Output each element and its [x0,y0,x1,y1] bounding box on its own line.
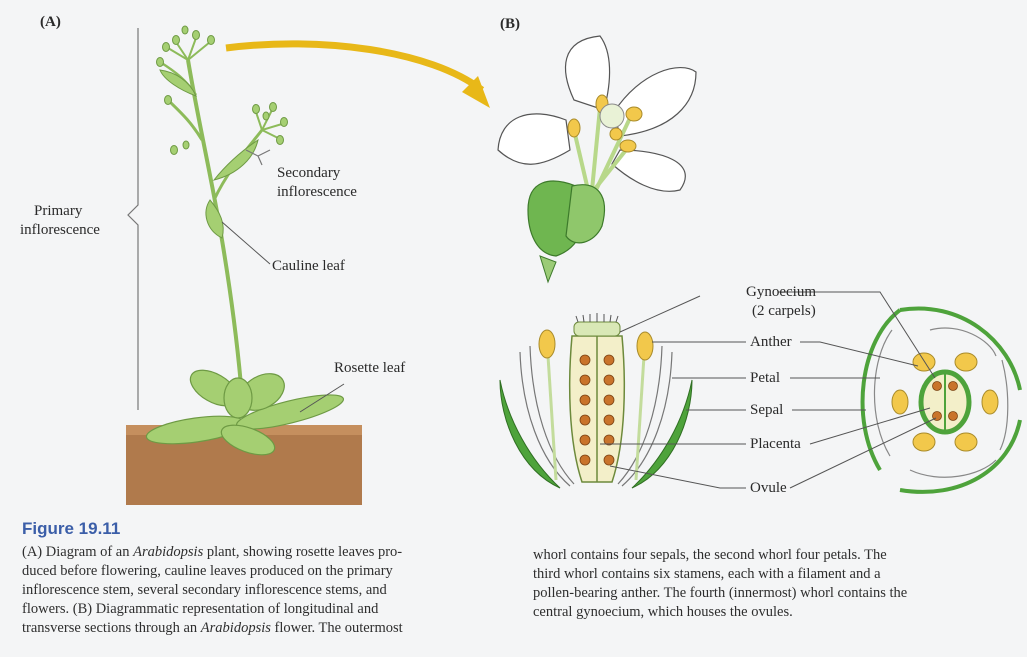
figure-number: Figure 19.11 [22,519,120,539]
panel-a-label: (A) [40,13,61,32]
transverse-section [863,308,1020,491]
caption-line: flowers. (B) Diagrammatic representation… [22,600,512,619]
cauline-leaf-label: Cauline leaf [272,257,345,276]
petal-label: Petal [750,369,780,388]
sepal-label: Sepal [750,401,783,420]
figure-artwork [0,0,1027,510]
carpels-label: (2 carpels) [752,302,816,321]
caption-line: third whorl contains six stamens, each w… [533,565,1003,584]
panel-b-label: (B) [500,15,520,34]
cauline-leaf-shape [206,200,223,238]
caption-line: duced before flowering, cauline leaves p… [22,562,512,581]
caption-line: (A) Diagram of an Arabidopsis plant, sho… [22,543,512,562]
cauline-leaf-leader [222,222,270,264]
caption-right-column: whorl contains four sepals, the second w… [533,546,1003,622]
caption-line: whorl contains four sepals, the second w… [533,546,1003,565]
primary-inflorescence-label-line1: Primary [34,202,82,221]
secondary-inflorescence-label-line1: Secondary [277,164,340,183]
primary-inflorescence-bracket [128,28,138,410]
placenta-label: Placenta [750,435,801,454]
rosette-leaf-label: Rosette leaf [334,359,405,378]
secondary-inflorescence-label-line2: inflorescence [277,183,357,202]
gynoecium-label: Gynoecium [746,283,816,302]
caption-line: inflorescence stem, several secondary in… [22,581,512,600]
primary-stem [188,60,244,425]
caption-line: pollen-bearing anther. The fourth (inner… [533,584,1003,603]
anther-label: Anther [750,333,792,352]
primary-inflorescence-label-line2: inflorescence [20,221,100,240]
connector-arrow [226,44,490,108]
caption-line: transverse sections through an Arabidops… [22,619,512,638]
flower-illustration [498,36,1020,492]
caption-left-column: (A) Diagram of an Arabidopsis plant, sho… [22,543,512,638]
caption-line: central gynoecium, which houses the ovul… [533,603,1003,622]
ovule-label: Ovule [750,479,787,498]
longitudinal-section [500,313,692,488]
